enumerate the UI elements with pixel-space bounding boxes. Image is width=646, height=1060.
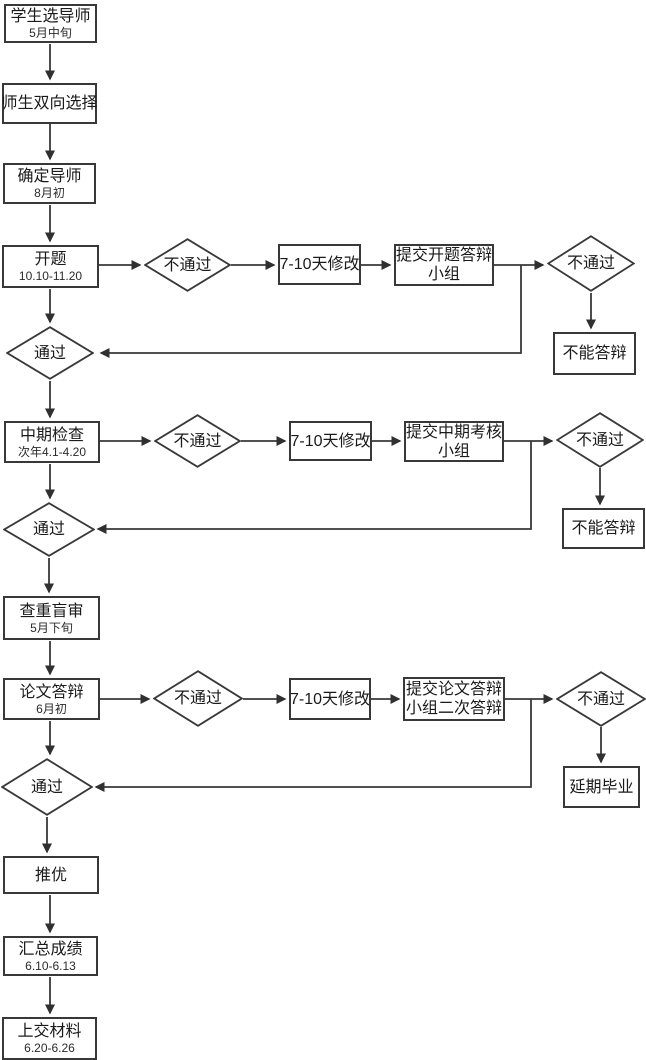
process-box-revise-3: 7-10天修改 <box>289 678 371 720</box>
node-label: 上交材料 <box>17 1023 82 1040</box>
decision-fail-r2: 不通过 <box>556 412 644 468</box>
decision-fail-3: 不通过 <box>153 670 243 727</box>
node-label-line2: 小组 <box>437 442 470 460</box>
diamond-shape <box>3 502 95 557</box>
process-box-proposal: 开题 10.10-11.20 <box>2 245 99 288</box>
process-box-select-advisor: 学生选导师 5月中旬 <box>4 4 97 43</box>
process-box-submit-second-defense: 提交论文答辩 小组二次答辩 <box>403 677 505 721</box>
node-label: 不通过 <box>575 431 624 449</box>
node-label: 不能答辩 <box>571 520 636 537</box>
process-box-revise-1: 7-10天修改 <box>278 244 361 285</box>
decision-fail-r1: 不通过 <box>547 235 635 292</box>
diamond-shape <box>144 238 231 292</box>
node-label-line2: 小组 <box>427 266 460 283</box>
node-label: 不通过 <box>163 256 212 274</box>
node-label-line1: 提交论文答辩 <box>405 681 502 698</box>
node-label: 通过 <box>32 521 65 538</box>
node-date: 10.10-11.20 <box>18 269 83 283</box>
node-label: 通过 <box>30 778 63 796</box>
decision-pass-2: 通过 <box>3 502 95 557</box>
process-box-midterm-check: 中期检查 次年4.1-4.20 <box>4 421 100 463</box>
diamond-shape <box>6 326 94 380</box>
process-box-mutual-selection: 师生双向选择 <box>1 83 98 124</box>
process-box-revise-2: 7-10天修改 <box>289 421 372 461</box>
node-label: 不通过 <box>173 432 222 450</box>
node-label: 不通过 <box>566 255 615 272</box>
node-date: 5月下旬 <box>30 620 73 635</box>
process-box-no-defense-2: 不能答辩 <box>562 508 645 549</box>
node-label: 延期毕业 <box>569 778 634 796</box>
process-box-submit-materials: 上交材料 6.20-6.26 <box>2 1017 97 1060</box>
node-label: 论文答辩 <box>19 683 84 701</box>
node-label: 开题 <box>34 251 67 268</box>
process-box-delay-graduation: 延期毕业 <box>563 766 640 808</box>
decision-fail-2: 不通过 <box>154 414 241 468</box>
process-box-submit-proposal-committee: 提交开题答辩 小组 <box>394 244 494 286</box>
node-label: 通过 <box>33 344 66 362</box>
node-label: 不能答辩 <box>562 345 627 362</box>
node-date: 6月初 <box>36 701 67 716</box>
process-box-submit-midterm-committee: 提交中期考核 小组 <box>404 421 504 462</box>
diamond-shape <box>1 758 93 816</box>
node-date: 6.20-6.26 <box>24 1041 75 1055</box>
node-label: 确定导师 <box>17 168 82 185</box>
node-label-line1: 提交中期考核 <box>406 423 503 441</box>
diamond-shape <box>154 414 241 468</box>
process-box-summarize-grades: 汇总成绩 6.10-6.13 <box>3 936 98 976</box>
node-label: 汇总成绩 <box>18 940 83 958</box>
node-label: 不通过 <box>173 690 222 707</box>
diamond-shape <box>556 671 646 727</box>
node-date: 8月初 <box>34 186 65 200</box>
node-label: 查重盲审 <box>19 602 84 620</box>
decision-fail-1: 不通过 <box>144 238 231 292</box>
decision-pass-1: 通过 <box>6 326 94 380</box>
decision-fail-r3: 不通过 <box>556 671 646 727</box>
process-box-recommend-excellence: 推优 <box>3 856 99 894</box>
node-date: 6.10-6.13 <box>25 958 76 973</box>
node-label: 7-10天修改 <box>289 690 371 708</box>
node-label: 师生双向选择 <box>1 95 98 112</box>
process-box-confirm-advisor: 确定导师 8月初 <box>3 163 96 204</box>
node-label-line1: 提交开题答辩 <box>396 247 493 264</box>
node-label: 学生选导师 <box>10 8 91 25</box>
node-label: 7-10天修改 <box>290 432 371 450</box>
node-date: 5月中旬 <box>29 26 72 40</box>
node-label: 推优 <box>34 866 67 884</box>
process-box-thesis-defense: 论文答辩 6月初 <box>3 678 100 720</box>
diamond-shape <box>153 670 243 727</box>
diamond-shape <box>556 412 644 468</box>
node-label: 7-10天修改 <box>279 256 360 273</box>
process-box-no-defense-1: 不能答辩 <box>553 332 636 375</box>
diamond-shape <box>547 235 635 292</box>
process-box-plagiarism-blind-review: 查重盲审 5月下旬 <box>3 596 100 640</box>
node-label-line2: 小组二次答辩 <box>405 700 502 717</box>
node-label: 中期检查 <box>19 426 84 444</box>
decision-pass-3: 通过 <box>1 758 93 816</box>
node-label: 不通过 <box>576 690 625 708</box>
node-date: 次年4.1-4.20 <box>17 444 87 459</box>
